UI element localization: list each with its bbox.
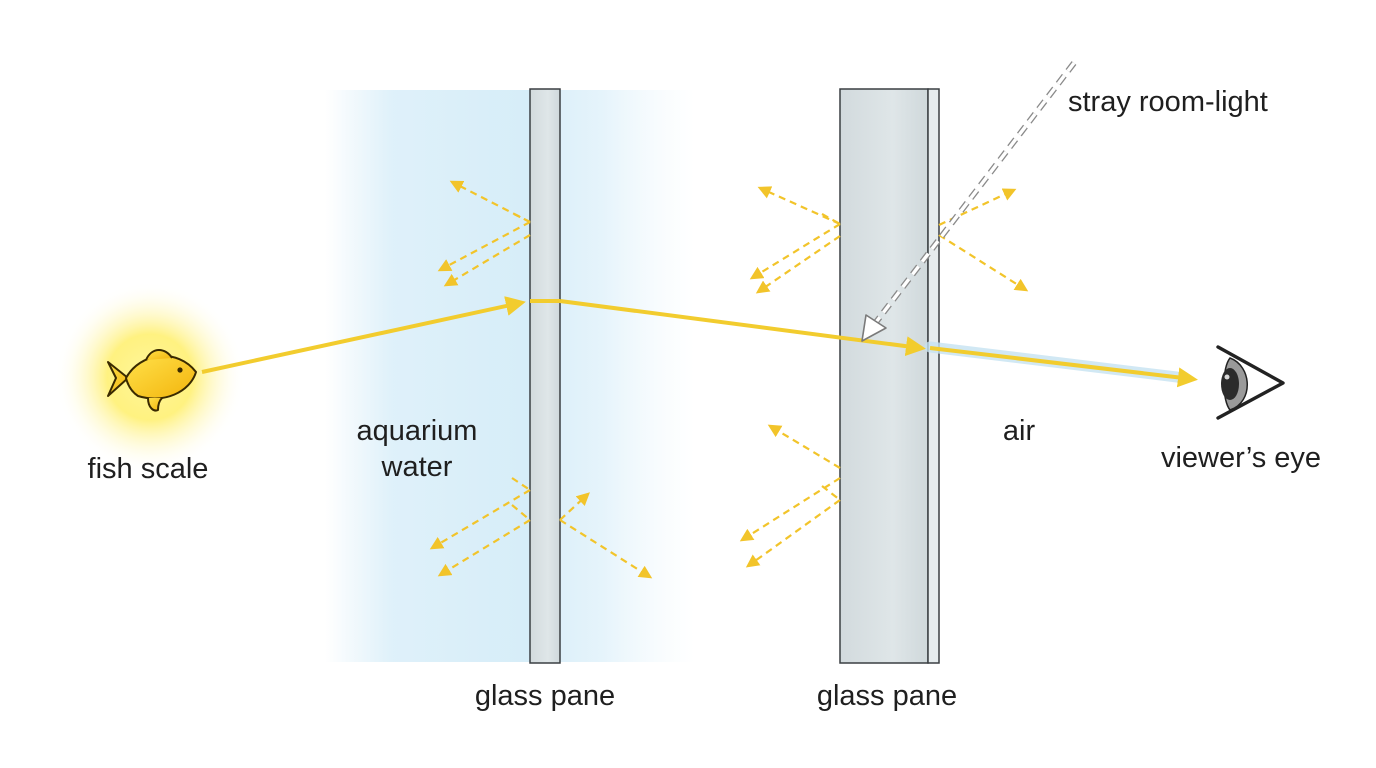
label-fish-scale: fish scale	[88, 453, 209, 485]
label-glass-pane-inner: glass pane	[475, 680, 615, 712]
label-air: air	[1003, 415, 1036, 447]
stray-light-ray	[861, 61, 1077, 342]
outer-glass-pane-edge	[927, 88, 940, 664]
ray-gap-segment	[559, 299, 926, 357]
label-viewer-eye: viewer’s eye	[1161, 442, 1321, 474]
label-glass-pane-outer: glass pane	[817, 680, 957, 712]
outer-glass-pane	[839, 88, 929, 664]
inner-glass-pane	[529, 88, 561, 664]
label-stray-light: stray room-light	[1068, 86, 1268, 118]
eye-icon	[1216, 345, 1285, 420]
ray-exit-segment	[929, 346, 1198, 388]
ray-water-segment	[201, 296, 526, 374]
fish-icon	[107, 349, 197, 412]
scattered-rays	[429, 180, 1029, 579]
aquarium-water-region	[325, 90, 695, 662]
label-aquarium-water-line2: water	[381, 451, 453, 483]
label-aquarium-water-line1: aquarium	[357, 415, 478, 447]
